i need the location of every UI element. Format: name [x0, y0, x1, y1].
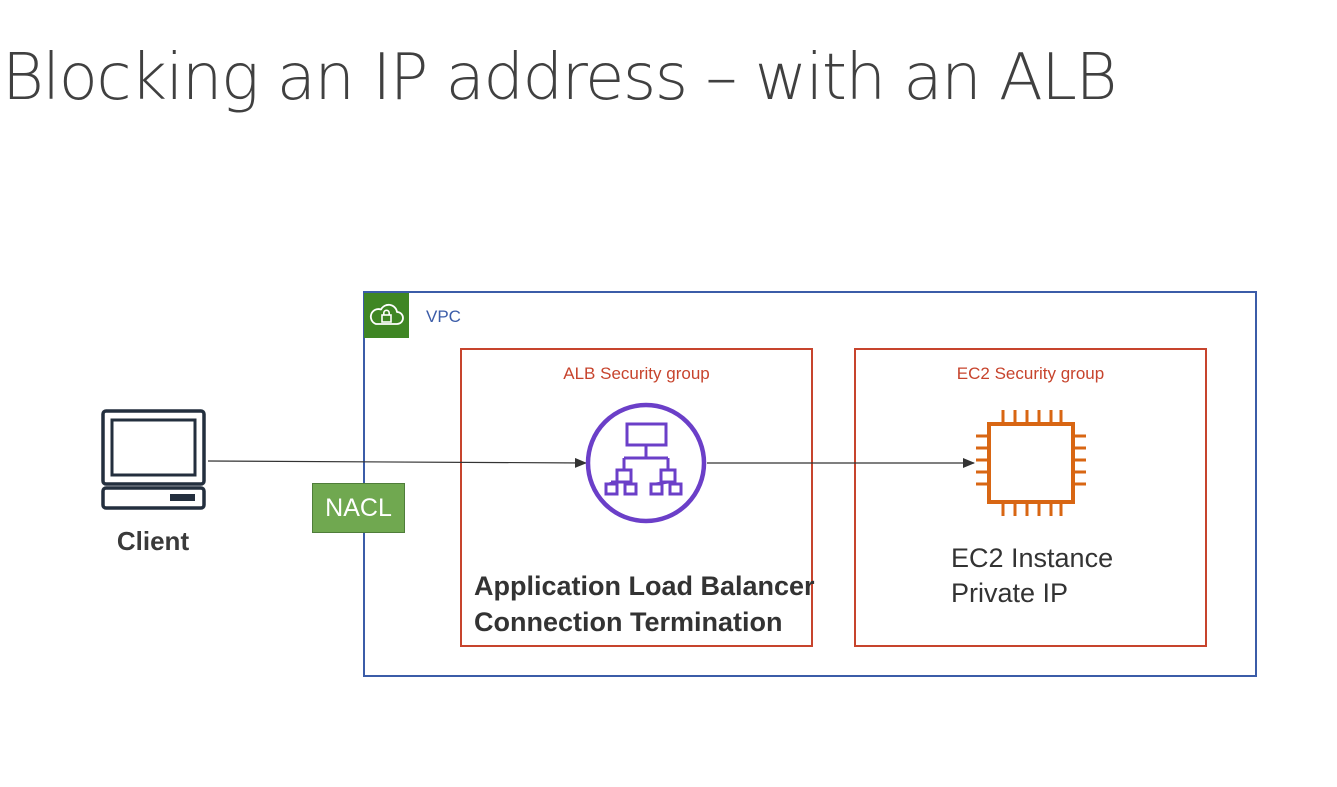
alb-security-group-label: ALB Security group [563, 364, 710, 383]
vpc-cloud-lock-icon [369, 303, 404, 325]
vpc-label: VPC [426, 307, 461, 326]
alb-detail: Connection Termination [474, 607, 783, 637]
chip-icon [976, 410, 1086, 516]
client-label: Client [116, 526, 190, 556]
ec2-detail: Private IP [951, 578, 1069, 608]
load-balancer-icon [585, 402, 707, 524]
nacl-badge: NACL [312, 483, 405, 533]
ec2-security-group-label: EC2 Security group [956, 364, 1105, 383]
ec2-description: EC2 Instance Private IP [951, 541, 1113, 611]
vpc-badge [364, 293, 409, 338]
alb-name: Application Load Balancer [474, 571, 815, 601]
client-to-alb-arrow [207, 457, 587, 468]
ec2-security-group-box [854, 348, 1207, 647]
alb-description: Application Load Balancer Connection Ter… [474, 568, 815, 640]
ec2-name: EC2 Instance [951, 543, 1114, 573]
slide-title: Blocking an IP address – with an ALB [2, 41, 1117, 115]
laptop-icon [101, 409, 206, 510]
